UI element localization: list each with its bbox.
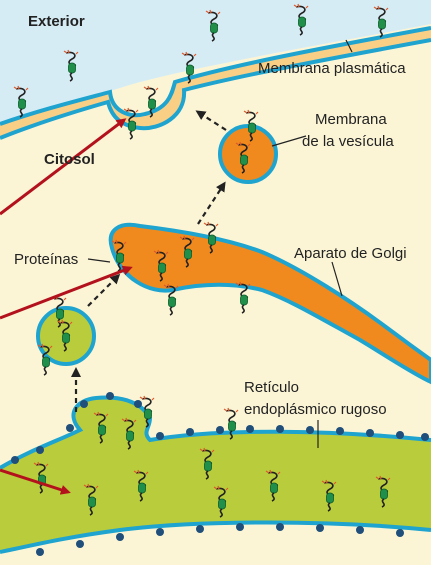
label-proteinas: Proteínas: [14, 251, 78, 268]
label-exterior: Exterior: [28, 13, 85, 30]
label-membrana-vesicula-line2: de la vesícula: [302, 133, 394, 150]
vesicle-top: [220, 126, 276, 182]
label-citosol: Citosol: [44, 151, 95, 168]
label-aparato-golgi: Aparato de Golgi: [294, 245, 407, 262]
label-reticulo-line1: Retículo: [244, 379, 299, 396]
label-membrana-vesicula-line1: Membrana: [315, 111, 387, 128]
label-reticulo-line2: endoplásmico rugoso: [244, 401, 387, 418]
label-membrana-plasmatica: Membrana plasmática: [258, 60, 406, 77]
